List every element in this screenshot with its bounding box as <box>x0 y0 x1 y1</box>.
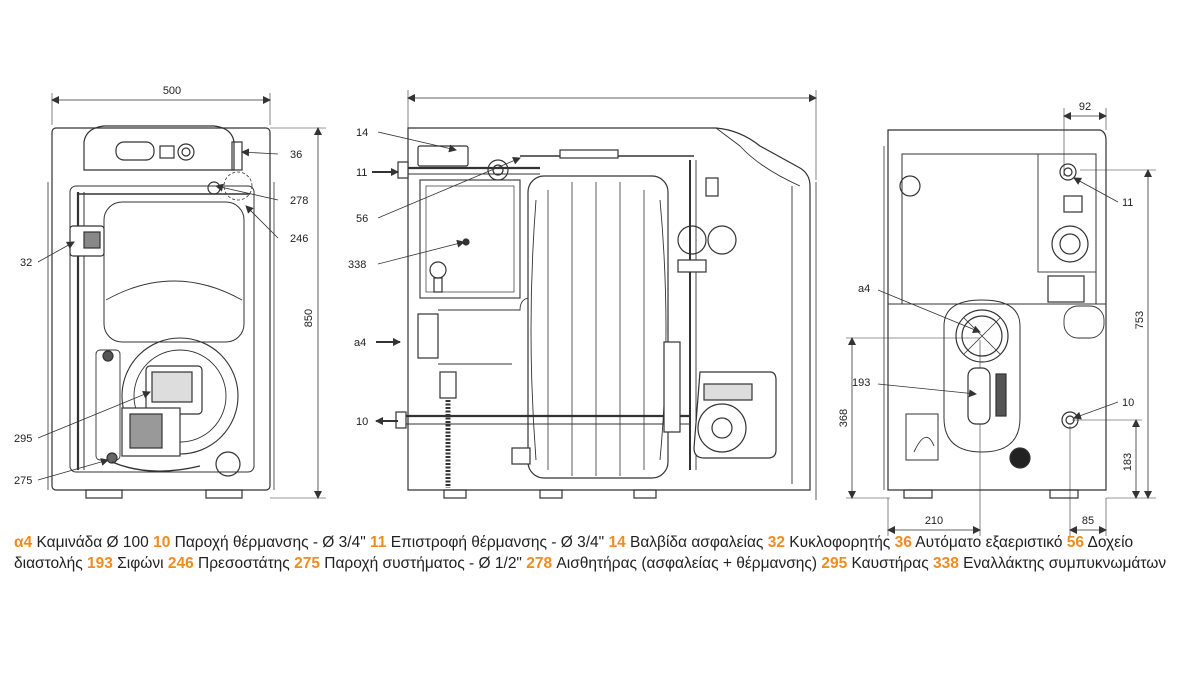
dim-flue-height: 368 <box>838 409 850 427</box>
legend-item: 275 Παροχή συστήματος - Ø 1/2" <box>294 555 526 572</box>
legend-code: 275 <box>294 555 320 572</box>
boiler-technical-drawing: 500 850 92 753 368 210 183 85 36 278 246… <box>14 85 1156 536</box>
legend-code: 14 <box>608 534 626 551</box>
callout-10: 10 <box>356 416 368 428</box>
legend-text: Δοχείο διαστολής <box>14 534 1134 572</box>
legend-text: Εναλλάκτης συμπυκνωμάτων <box>958 555 1167 572</box>
front-callout-leaders <box>37 148 279 481</box>
callout-32: 32 <box>20 257 32 269</box>
legend-code: 10 <box>153 534 171 551</box>
callout-14: 14 <box>356 127 368 139</box>
dim-flue-offset: 210 <box>925 515 943 527</box>
legend-code: 56 <box>1066 534 1085 551</box>
legend-code: α4 <box>14 534 33 551</box>
callout-rear-11: 11 <box>1122 197 1133 209</box>
legend-code: 36 <box>894 534 912 551</box>
legend-item: 193 Σιφώνι <box>87 555 168 572</box>
callout-36: 36 <box>290 149 302 161</box>
side-callout-leaders <box>372 131 521 425</box>
legend-item: 278 Αισθητήρας (ασφαλείας + θέρμανσης) <box>526 555 821 572</box>
callout-338: 338 <box>348 259 366 271</box>
legend-code: 11 <box>370 534 387 551</box>
callout-rear-193: 193 <box>852 377 870 389</box>
legend-text: Σιφώνι <box>112 555 168 572</box>
legend-text: Πρεσοστάτης <box>193 555 295 572</box>
callout-278: 278 <box>290 195 308 207</box>
callout-295: 295 <box>14 433 32 445</box>
dim-width: 500 <box>163 85 181 97</box>
legend-text: Κυκλοφορητής <box>784 534 895 551</box>
dim-side-top: 92 <box>1079 101 1091 113</box>
rear-view <box>846 108 1156 536</box>
callout-rear-10: 10 <box>1122 397 1134 409</box>
dim-supply-offset: 85 <box>1082 515 1094 527</box>
callout-275: 275 <box>14 475 32 487</box>
legend-text: Βαλβίδα ασφαλείας <box>625 534 768 551</box>
legend-text: Αισθητήρας (ασφαλείας + θέρμανσης) <box>552 555 822 572</box>
legend: α4 Καμινάδα Ø 100 10 Παροχή θέρμανσης - … <box>14 532 1190 574</box>
legend-text: Επιστροφή θέρμανσης - Ø 3/4" <box>386 534 609 551</box>
dim-height: 850 <box>303 309 315 327</box>
legend-code: 338 <box>932 555 959 572</box>
legend-code: 193 <box>86 555 113 572</box>
legend-item: 36 Αυτόματο εξαεριστικό <box>895 534 1067 551</box>
legend-item: 295 Καυστήρας <box>821 555 933 572</box>
legend-code: 32 <box>767 534 785 551</box>
legend-item: 246 Πρεσοστάτης <box>168 555 294 572</box>
legend-item: α4 Καμινάδα Ø 100 <box>14 534 153 551</box>
callout-11: 11 <box>356 167 367 179</box>
callout-a4: a4 <box>354 337 366 349</box>
callout-56: 56 <box>356 213 368 225</box>
legend-text: Παροχή θέρμανσης - Ø 3/4" <box>170 534 371 551</box>
legend-code: 246 <box>167 555 194 572</box>
legend-item: 56 Δοχείο διαστολής <box>14 534 1133 572</box>
rear-callout-leaders <box>877 177 1119 420</box>
dim-side-height: 753 <box>1134 311 1146 329</box>
front-view <box>47 93 326 499</box>
legend-item: 11 Επιστροφή θέρμανσης - Ø 3/4" <box>370 534 608 551</box>
legend-text: Καμινάδα Ø 100 <box>32 534 154 551</box>
legend-text: Καυστήρας <box>847 555 933 572</box>
legend-code: 295 <box>821 555 848 572</box>
dim-supply-height: 183 <box>1122 453 1134 471</box>
callout-246: 246 <box>290 233 308 245</box>
legend-item: 10 Παροχή θέρμανσης - Ø 3/4" <box>153 534 370 551</box>
legend-text: Αυτόματο εξαεριστικό <box>911 534 1067 551</box>
legend-item: 32 Κυκλοφορητής <box>768 534 895 551</box>
legend-item: 14 Βαλβίδα ασφαλείας <box>608 534 767 551</box>
legend-code: 278 <box>526 555 553 572</box>
callout-rear-a4: a4 <box>858 283 870 295</box>
legend-text: Παροχή συστήματος - Ø 1/2" <box>319 555 527 572</box>
legend-item: 338 Εναλλάκτης συμπυκνωμάτων <box>933 555 1166 572</box>
side-view <box>395 90 817 500</box>
